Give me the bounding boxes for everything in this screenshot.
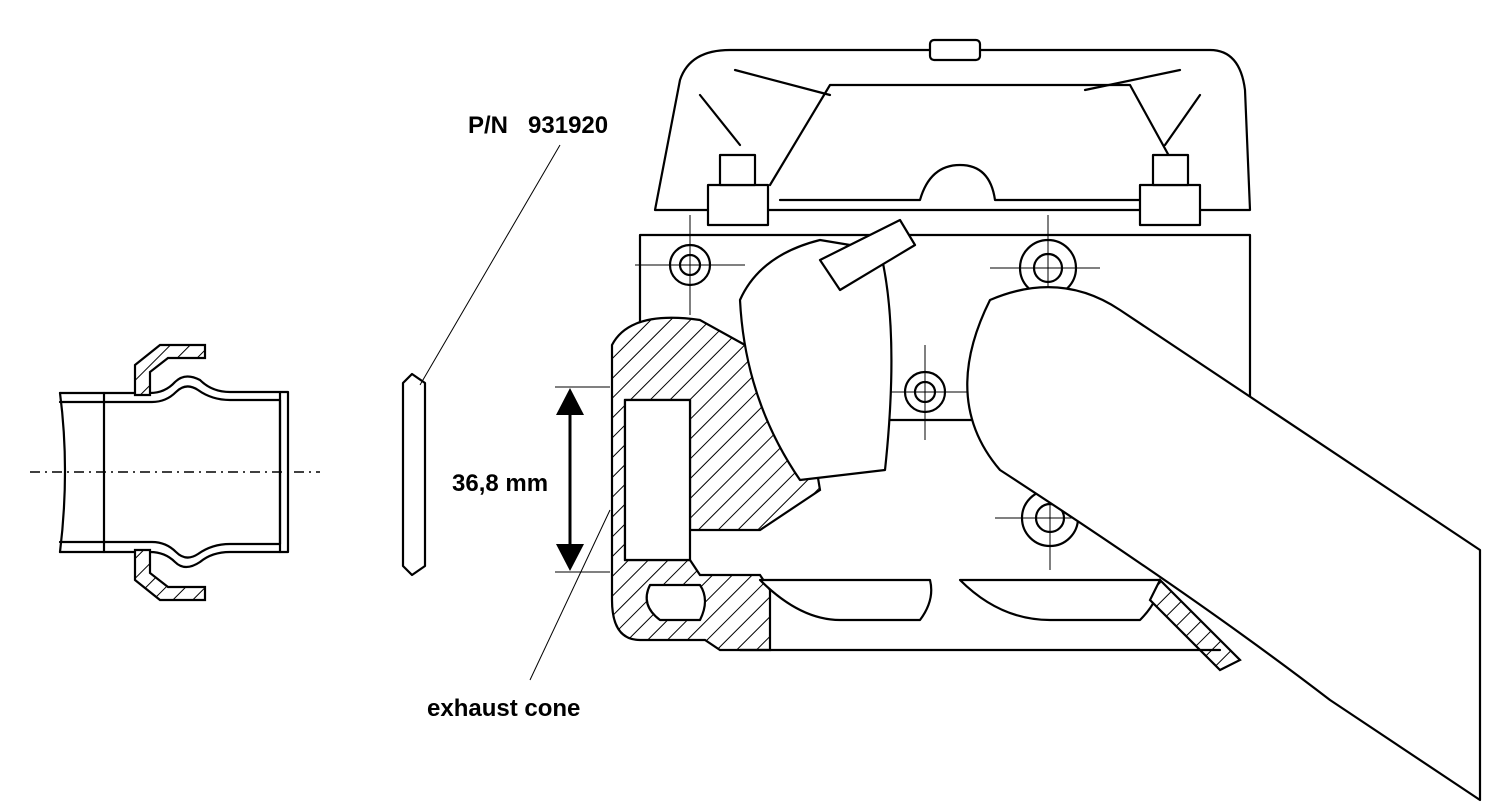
cylinder-head bbox=[610, 38, 1482, 802]
exhaust-cone-leader bbox=[529, 509, 611, 681]
clamp-top bbox=[133, 343, 207, 397]
part-number-label: P/N 931920 bbox=[468, 112, 608, 140]
part-number-prefix: P/N bbox=[468, 112, 509, 139]
part-number-value: 931920 bbox=[528, 112, 609, 139]
dimension-label: 36,8 mm bbox=[452, 470, 549, 497]
part-number-leader bbox=[419, 144, 561, 386]
dimension-arrow bbox=[555, 386, 610, 573]
gasket-ring bbox=[401, 372, 427, 577]
exhaust-pipe-section bbox=[30, 343, 320, 602]
exhaust-cone-label: exhaust cone bbox=[427, 695, 581, 722]
clamp-bottom bbox=[133, 548, 207, 602]
